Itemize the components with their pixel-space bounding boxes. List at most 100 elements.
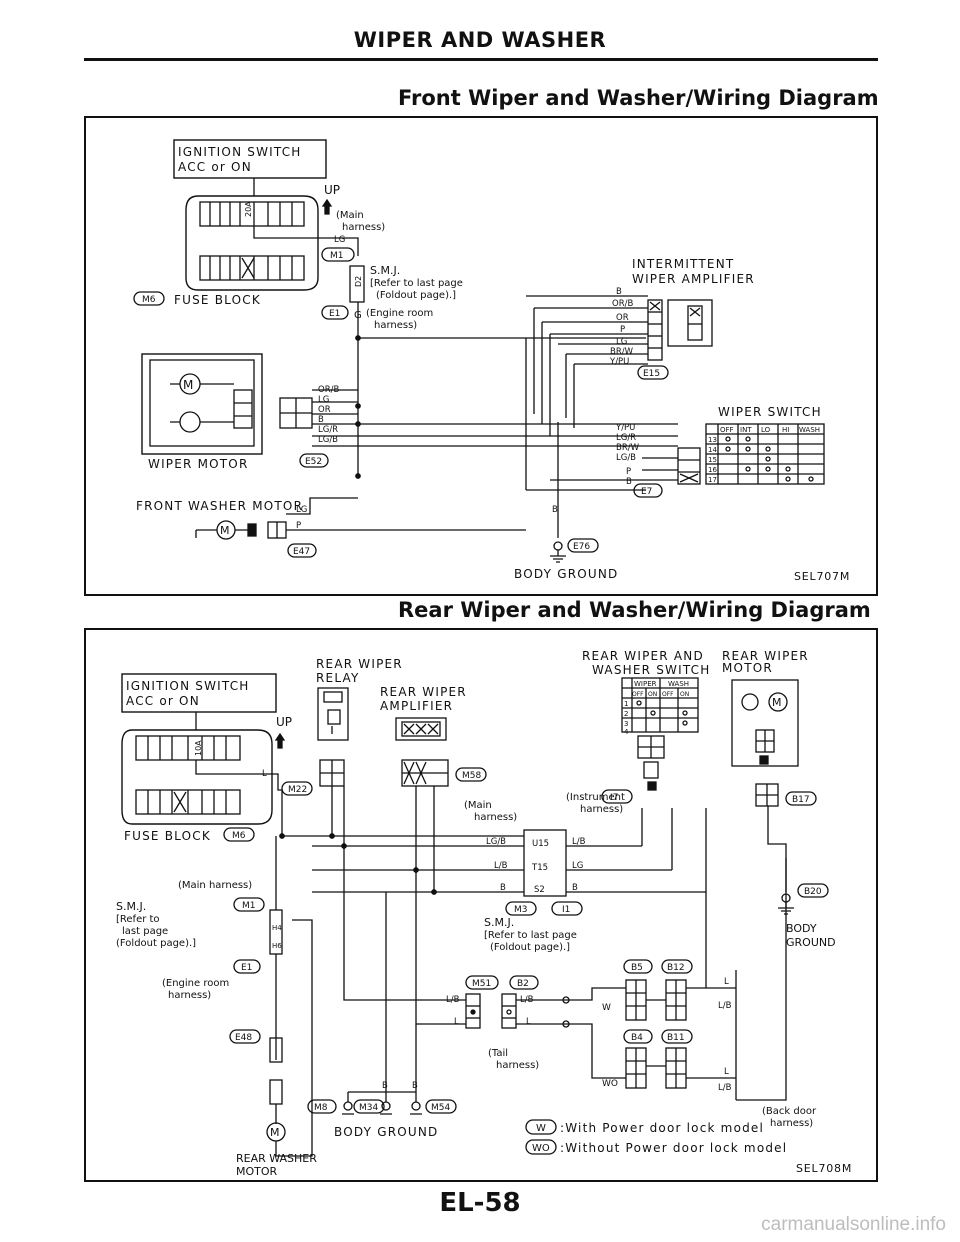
front-smj-3: (Foldout page).]	[376, 290, 456, 301]
rear-lb-2: L/B	[494, 861, 508, 871]
front-conn-e15-label: E15	[643, 369, 660, 379]
legend-wo: WO	[532, 1143, 550, 1154]
rear-wiper-amplifier	[395, 717, 447, 741]
rear-conn-m1-label: M1	[242, 901, 256, 911]
front-washer-lg: LG	[296, 505, 307, 515]
rear-lg: LG	[572, 861, 583, 871]
rear-conn-m34-label: M34	[359, 1103, 378, 1113]
front-main-harness: (Main	[336, 210, 364, 221]
front-wire-d2: D2	[354, 276, 363, 287]
front-engine-room-1: (Engine room	[366, 308, 433, 319]
wiper-motor-inner	[149, 359, 255, 447]
rsw-col-wash: WASH	[668, 680, 689, 688]
front-conn-m1	[321, 247, 355, 262]
rear-body-ground-a: BODY	[786, 922, 817, 935]
rear-engine-2: harness)	[168, 990, 211, 1001]
rear-wiper-motor: M	[731, 679, 799, 767]
rear-instr-1: (Instrument	[566, 792, 625, 803]
rear-lb: L/B	[572, 837, 586, 847]
rear-w-1: W	[602, 1003, 611, 1013]
rear-back-1: (Back door	[762, 1106, 817, 1117]
rear-smj-3: last page	[122, 926, 168, 937]
rear-h6: H6	[272, 942, 282, 950]
rear-motor-1: REAR WIPER	[722, 649, 809, 663]
front-motor-b: B	[318, 415, 324, 425]
rear-smj-connector	[523, 829, 567, 897]
front-wire-lg: LG	[334, 235, 345, 245]
rear-motor-connector	[755, 783, 779, 807]
rear-conn-e48-label: E48	[235, 1033, 252, 1043]
rear-diagram-title: Rear Wiper and Washer/Wiring Diagram	[398, 598, 871, 622]
front-sw-ypu: Y/PU	[615, 423, 635, 433]
rear-h4: H4	[272, 924, 282, 932]
rear-relay-connector	[319, 759, 345, 787]
rear-b4-b11-connectors	[625, 1047, 687, 1089]
front-engine-room-2: harness)	[374, 320, 417, 331]
rear-conn-m54-label: M54	[431, 1103, 450, 1113]
rear-engine-1: (Engine room	[162, 978, 229, 989]
rear-gnd-b1: B	[382, 1081, 388, 1091]
rear-b2-connector	[501, 993, 517, 1029]
rear-l-3: L	[526, 1017, 531, 1027]
rear-conn-m22-label: M22	[288, 785, 307, 795]
wiper-switch-table	[705, 423, 825, 485]
rear-switch-table	[621, 677, 699, 733]
front-up-label: UP	[324, 183, 340, 197]
front-conn-m6	[133, 291, 165, 306]
rear-ignition-box	[121, 673, 277, 713]
rear-amp-connector	[401, 759, 449, 787]
front-conn-e7	[633, 483, 663, 498]
rsw-row-1: 1	[624, 700, 628, 708]
front-ignition-box	[173, 139, 327, 179]
front-wiring-diagram: IGNITION SWITCH ACC or ON 20A UP (Main h…	[84, 116, 878, 596]
rear-smj-b-1: S.M.J.	[484, 916, 514, 929]
rear-fuse-block-label: FUSE BLOCK	[124, 829, 211, 843]
rear-fuse-amp: 10A	[194, 740, 203, 756]
front-amp-brw: BR/W	[610, 347, 634, 357]
rear-conn-i1	[551, 901, 583, 916]
front-motor-lgr: LG/R	[318, 425, 338, 435]
washer-motor-label: FRONT WASHER MOTOR	[136, 499, 303, 513]
front-interm-2: WIPER AMPLIFIER	[632, 272, 755, 286]
front-conn-e76-label: E76	[573, 542, 590, 552]
front-conn-e52-label: E52	[305, 457, 322, 467]
rear-lgb: LG/B	[486, 837, 506, 847]
front-conn-e76	[567, 538, 599, 553]
front-sw-lgr: LG/R	[616, 433, 636, 443]
page-title: WIPER AND WASHER	[353, 28, 607, 52]
rear-fuse-row-top	[135, 735, 241, 761]
ws-row-16: 16	[708, 466, 717, 474]
front-body-ground: BODY GROUND	[514, 567, 618, 581]
front-fuse-row-top	[199, 201, 305, 227]
rear-conn-b2	[509, 975, 539, 990]
rear-relay-1: REAR WIPER	[316, 657, 403, 671]
front-conn-e7-label: E7	[641, 487, 652, 497]
rear-l-4: L	[724, 977, 729, 987]
rear-conn-b5	[623, 959, 653, 974]
front-smj-1: S.M.J.	[370, 264, 400, 277]
front-amp-lg: LG	[616, 337, 627, 347]
front-smj-block	[349, 265, 365, 303]
ws-col-hi: HI	[782, 426, 789, 434]
rear-conn-m51	[465, 975, 499, 990]
rear-conn-m3	[505, 901, 537, 916]
rear-l-5: L	[724, 1067, 729, 1077]
up-arrow-icon-rear	[274, 732, 286, 749]
front-fuse-block-label: FUSE BLOCK	[174, 293, 261, 307]
rsw-sub-1: ON	[648, 691, 657, 698]
washer-motor-m: M	[220, 524, 230, 537]
rsw-col-wiper: WIPER	[634, 680, 657, 688]
svg-text:M: M	[772, 696, 782, 709]
rear-conn-b12-label: B12	[667, 963, 685, 973]
header-rule	[84, 58, 878, 61]
intermittent-amplifier	[647, 299, 713, 361]
rear-conn-i1-label: I1	[562, 905, 570, 915]
rear-amp-2: AMPLIFIER	[380, 699, 453, 713]
rear-main-harness: (Main harness)	[178, 880, 252, 891]
rear-t15: T15	[531, 863, 548, 873]
wiper-motor-label: WIPER MOTOR	[148, 457, 249, 471]
rear-fuse-row-bottom	[135, 789, 241, 815]
rear-tail-1: (Tail	[488, 1048, 508, 1059]
rsw-sub-0: OFF	[632, 691, 644, 698]
rear-main-h-1: (Main	[464, 800, 492, 811]
